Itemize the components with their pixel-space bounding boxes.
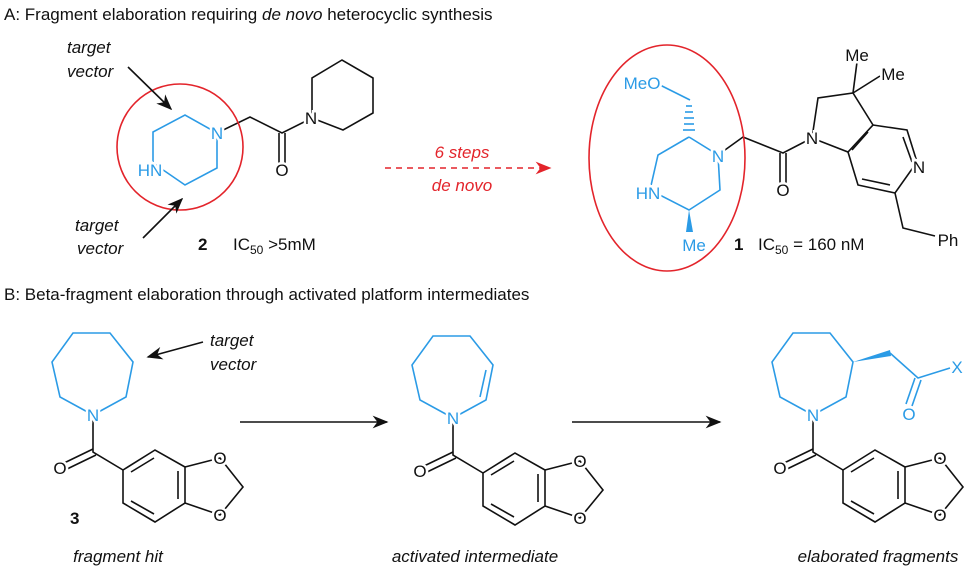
bond-line — [852, 75, 881, 94]
atom-label: target — [75, 216, 120, 235]
bond-line — [889, 352, 951, 379]
ic50-label: IC50 >5mM — [233, 235, 316, 257]
ic50-label: IC50 = 160 nM — [758, 235, 864, 257]
atom-label: N — [806, 129, 818, 148]
bond-line — [64, 454, 97, 471]
bond-line — [773, 415, 963, 525]
atom-label: N — [87, 406, 99, 425]
bond-line — [130, 500, 155, 515]
atom-label: N — [447, 409, 459, 428]
bond-line — [311, 59, 374, 131]
vector-arrow-icon — [142, 197, 184, 239]
bond-line — [51, 332, 134, 416]
bond-line — [894, 192, 936, 237]
atom-label: N — [913, 158, 925, 177]
bond-line — [905, 377, 916, 405]
atom-label: Me — [845, 46, 869, 65]
bond-line — [122, 449, 186, 523]
bond-line — [479, 369, 487, 398]
atom-label: MeO — [624, 74, 661, 93]
atom-label: de novo — [262, 5, 323, 24]
caption: fragment hit — [73, 547, 164, 566]
bond-line — [411, 335, 494, 419]
bond-line — [61, 448, 94, 465]
bond-line — [152, 114, 218, 186]
atom-label: vector — [77, 239, 125, 258]
atom-label: HN — [636, 184, 661, 203]
compound-number: 3 — [70, 509, 79, 528]
atom-label: 6 steps — [435, 143, 490, 162]
part-b-title: B: Beta-fragment elaboration through act… — [4, 285, 529, 304]
bond-line — [851, 131, 869, 151]
compound-2: N HN O N target vector target vector 2 I… — [67, 38, 374, 258]
activated-intermediate: N — [411, 335, 603, 528]
highlight-circle — [116, 83, 244, 211]
bond-line — [853, 350, 891, 362]
atom-label: target — [67, 38, 112, 57]
atom-label: 50 — [775, 243, 789, 257]
bond-line — [657, 83, 691, 101]
bond-line — [184, 457, 245, 516]
dashed-reaction-arrow: 6 steps de novo — [385, 143, 552, 195]
bond-line — [771, 332, 854, 416]
atom-label: A: Fragment elaboration requiring — [4, 5, 262, 24]
bond-line — [847, 124, 918, 194]
part-a-title: A: Fragment elaboration requiring de nov… — [4, 5, 493, 24]
atom-label: N — [807, 406, 819, 425]
atom-label: N — [211, 124, 223, 143]
vector-arrow-icon — [146, 341, 204, 360]
atom-label: O — [213, 506, 226, 525]
atom-label: vector — [67, 62, 115, 81]
atom-label: Ph — [938, 231, 959, 250]
bond-line — [902, 136, 913, 163]
caption: activated intermediate — [392, 547, 558, 566]
atom-label: HN — [138, 161, 163, 180]
atom-label: N — [712, 147, 724, 166]
atom-label: = 160 nM — [788, 235, 864, 254]
atom-label: Me — [881, 65, 905, 84]
atom-label: de novo — [432, 176, 493, 195]
atom-label: IC — [233, 235, 250, 254]
bond-line — [683, 105, 695, 131]
atom-label: N — [305, 109, 317, 128]
highlight-ellipse — [588, 44, 746, 272]
atom-label: O — [53, 459, 66, 478]
atom-label: Me — [682, 236, 706, 255]
atom-label: IC — [758, 235, 775, 254]
compound-number: 1 — [734, 235, 743, 254]
atom-label: >5mM — [263, 235, 315, 254]
bond-line — [686, 210, 693, 232]
bond-line — [861, 178, 891, 186]
atom-label: heterocyclic synthesis — [322, 5, 492, 24]
compound-number: 2 — [198, 235, 207, 254]
bond-line — [413, 418, 603, 528]
bond-line — [216, 116, 313, 134]
compound-1: MeO N HN Me O N N Me Me Ph 1 IC50 = 160 … — [588, 44, 961, 272]
bond-line — [130, 457, 155, 473]
bond-line — [649, 136, 721, 211]
elaborated-fragment: N O X — [771, 332, 963, 525]
vector-arrow-icon — [127, 66, 173, 111]
compound-3: O O O N target vector 3 fragment hit — [51, 331, 258, 566]
bond-line — [911, 379, 922, 407]
atom-label: target — [210, 331, 255, 350]
atom-label: 50 — [250, 243, 264, 257]
atom-label: O — [776, 181, 789, 200]
bond-line — [852, 61, 858, 94]
atom-label: vector — [210, 355, 258, 374]
x-substituent: X — [951, 358, 962, 377]
bond-line: O O O — [51, 415, 245, 528]
bond-line — [811, 92, 875, 153]
bond-line — [92, 415, 124, 471]
atom-label: O — [213, 449, 226, 468]
atom-label: O — [902, 405, 915, 424]
atom-label: O — [275, 161, 288, 180]
bond-line — [717, 136, 813, 156]
caption: elaborated fragments — [798, 547, 959, 566]
